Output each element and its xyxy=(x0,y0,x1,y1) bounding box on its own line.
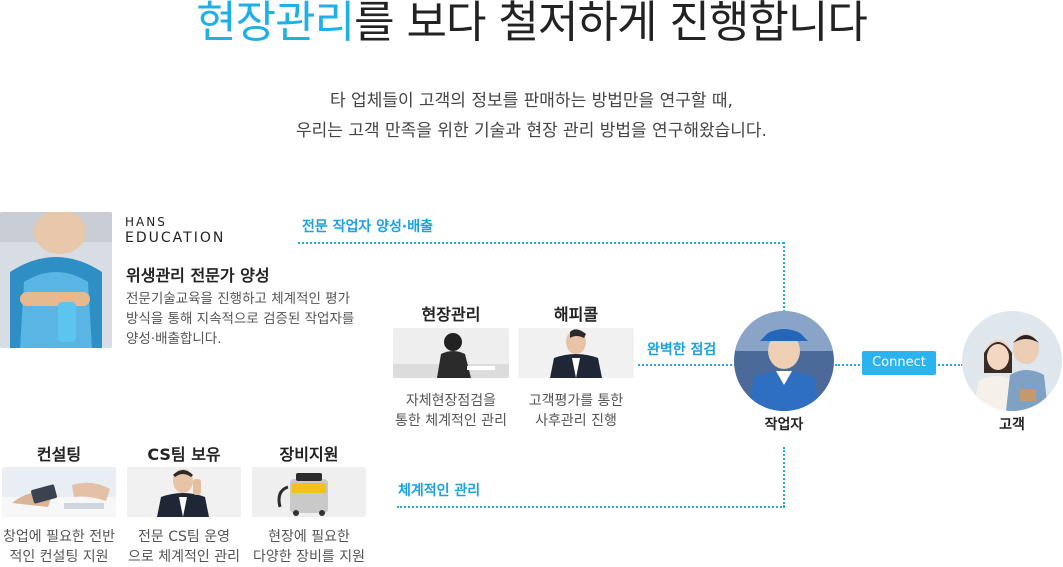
bottom-item-desc: 현장에 필요한 다양한 장비를 지원 xyxy=(248,527,370,567)
flow-label-management: 체계적인 관리 xyxy=(398,483,481,499)
education-desc: 전문기술교육을 진행하고 체계적인 평가 방식을 통해 지속적으로 검증된 작업… xyxy=(126,289,354,349)
brand-logo-line2: EDUCATION xyxy=(125,230,226,246)
equipment-photo xyxy=(252,467,366,517)
customer-label: 고객 xyxy=(999,417,1025,433)
bottom-item-desc-line1: 창업에 필요한 전반 xyxy=(3,529,115,545)
worker-photo xyxy=(734,311,834,411)
bottom-item-desc: 창업에 필요한 전반 적인 컨설팅 지원 xyxy=(0,527,120,567)
education-desc-line2: 방식을 통해 지속적으로 검증된 작업자를 xyxy=(126,311,355,327)
brand-logo-line1: HANS xyxy=(125,215,167,229)
flow-label-training: 전문 작업자 양성·배출 xyxy=(302,219,433,235)
middle-item-desc-line1: 자체현장점검을 xyxy=(405,393,497,409)
flow-line-middle xyxy=(638,364,736,366)
cleaning-staff-photo xyxy=(0,212,112,348)
customer-photo xyxy=(962,311,1062,411)
bottom-item-desc-line2: 적인 컨설팅 지원 xyxy=(9,549,109,565)
bottom-item-desc-line2: 으로 체계적인 관리 xyxy=(128,549,240,565)
education-desc-line1: 전문기술교육을 진행하고 체계적인 평가 xyxy=(126,291,351,307)
subtitle-line-1: 타 업체들이 고객의 정보를 판매하는 방법만을 연구할 때, xyxy=(330,91,733,111)
flow-label-inspection: 완벽한 점검 xyxy=(647,342,717,358)
bottom-item-label: CS팀 보유 xyxy=(147,445,221,464)
cs-team-photo xyxy=(127,467,241,517)
education-title: 위생관리 전문가 양성 xyxy=(126,266,270,285)
bottom-item-label: 컨설팅 xyxy=(36,445,82,464)
subtitle-line-2: 우리는 고객 만족을 위한 기술과 현장 관리 방법을 연구해왔습니다. xyxy=(296,121,767,141)
consulting-photo xyxy=(2,467,116,517)
happy-call-photo xyxy=(518,328,634,378)
middle-item-desc-line2: 통한 체계적인 관리 xyxy=(395,413,507,429)
page-title-rest: 를 보다 철저하게 진행합니다 xyxy=(354,0,868,48)
site-inspection-photo xyxy=(393,328,509,378)
bottom-item-desc: 전문 CS팀 운영 으로 체계적인 관리 xyxy=(123,527,245,567)
middle-item-desc: 자체현장점검을 통한 체계적인 관리 xyxy=(388,391,514,431)
page-title: 현장관리를 보다 철저하게 진행합니다 xyxy=(0,0,1063,48)
middle-item-desc: 고객평가를 통한 사후관리 진행 xyxy=(513,391,639,431)
bottom-item-desc-line1: 현장에 필요한 xyxy=(268,529,350,545)
flow-line-top xyxy=(298,242,784,244)
flow-line-bottom-vertical xyxy=(783,447,785,507)
middle-item-desc-line1: 고객평가를 통한 xyxy=(528,393,624,409)
page-title-highlight: 현장관리 xyxy=(196,0,355,48)
middle-item-label: 해피콜 xyxy=(553,305,599,324)
education-desc-line3: 양성·배출합니다. xyxy=(126,331,222,347)
flow-line-top-vertical xyxy=(783,242,785,312)
flow-line-bottom xyxy=(397,506,785,508)
bottom-item-desc-line2: 다양한 장비를 지원 xyxy=(253,549,365,565)
middle-item-desc-line2: 사후관리 진행 xyxy=(535,413,617,429)
connect-badge: Connect xyxy=(862,351,936,375)
bottom-item-label: 장비지원 xyxy=(279,445,339,464)
worker-label: 작업자 xyxy=(764,417,804,433)
middle-item-label: 현장관리 xyxy=(421,305,481,324)
bottom-item-desc-line1: 전문 CS팀 운영 xyxy=(138,529,230,545)
